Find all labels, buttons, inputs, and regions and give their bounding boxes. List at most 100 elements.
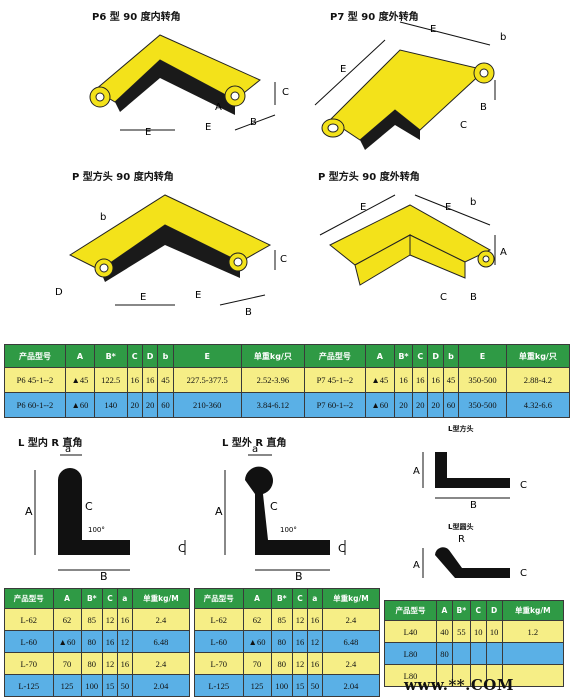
- cell: L-70: [194, 652, 244, 675]
- cell: 122.5: [93, 367, 128, 393]
- cell: 12: [292, 608, 308, 631]
- header-cell: 产品型号: [194, 588, 244, 609]
- cell: 20: [141, 392, 159, 418]
- header-cell: a: [306, 588, 323, 609]
- svg-text:E: E: [195, 290, 201, 301]
- header-cell: 产品型号: [4, 588, 54, 609]
- header-cell: 单重kg/M: [131, 588, 191, 609]
- l-square-diagram: A B C: [413, 452, 527, 511]
- table-p-corner-specs: 产品型号 A B* C D b E 单重kg/只 产品型号 A B* C D b…: [4, 344, 571, 418]
- caption-l-round: L型圆头: [448, 523, 474, 531]
- svg-text:E: E: [360, 202, 366, 213]
- caption-p-square-outer: P 型方头 90 度外转角: [318, 172, 420, 183]
- cell: P7 45-1--2: [303, 367, 366, 393]
- cell: 4.32-6.6: [505, 392, 571, 418]
- cell: 16: [393, 367, 414, 393]
- svg-text:C: C: [460, 120, 467, 131]
- svg-text:C: C: [520, 568, 527, 579]
- svg-text:a: a: [65, 444, 71, 455]
- cell: P6 45-1--2: [4, 367, 66, 393]
- cell: 15: [292, 674, 308, 697]
- cell: 20: [126, 392, 143, 418]
- cell: 10: [469, 620, 487, 643]
- svg-text:A: A: [500, 247, 507, 258]
- cell: 10: [485, 620, 503, 643]
- cell: ▲60: [64, 392, 95, 418]
- cell: 350-500: [458, 392, 507, 418]
- svg-text:C: C: [85, 500, 93, 513]
- cell: 45: [442, 367, 460, 393]
- cell: 45: [157, 367, 174, 393]
- header-cell: A: [242, 588, 272, 609]
- l-round-diagram: A R C: [413, 534, 527, 579]
- cell: [436, 664, 453, 687]
- svg-text:E: E: [445, 202, 451, 213]
- cell: 227.5-377.5: [172, 367, 242, 393]
- dim-c-label: C: [282, 87, 289, 98]
- cell: 1.2: [501, 620, 565, 643]
- svg-text:B: B: [295, 570, 303, 583]
- cell: 50: [306, 674, 323, 697]
- svg-text:B: B: [245, 307, 252, 318]
- svg-text:b: b: [100, 212, 106, 223]
- corner-profile-diagrams: E B C A E E E b B C D b E E: [55, 21, 507, 318]
- cell: 6.48: [321, 630, 381, 653]
- cell: 12: [306, 630, 323, 653]
- cell: 16: [412, 367, 429, 393]
- svg-text:100°: 100°: [280, 526, 297, 534]
- cell: 2.88-4.2: [505, 367, 571, 393]
- cell: [451, 664, 471, 687]
- cell: 62: [52, 608, 82, 631]
- cell: 16: [126, 367, 143, 393]
- header-cell: E: [458, 344, 507, 368]
- table-row: P6 60-1--2 ▲60 140 20 20 60 210-360 3.84…: [4, 392, 571, 418]
- cell: [485, 642, 503, 665]
- caption-p7-outer: P7 型 90 度外转角: [330, 12, 419, 23]
- caption-l-outer: L 型外 R 直角: [222, 438, 287, 449]
- header-cell: C: [469, 600, 487, 621]
- cell: [469, 642, 487, 665]
- cell: 16: [427, 367, 444, 393]
- dim-b-label: B: [250, 117, 257, 128]
- l-outer-diagram: a A B C C 100°: [215, 444, 346, 583]
- cell: 80: [270, 630, 294, 653]
- svg-text:A: A: [413, 466, 420, 477]
- svg-text:E: E: [430, 24, 436, 35]
- header-cell: A: [52, 588, 82, 609]
- header-cell: A: [364, 344, 395, 368]
- cell: [451, 642, 471, 665]
- svg-text:C: C: [338, 542, 346, 555]
- header-cell: 产品型号: [303, 344, 366, 368]
- cell: 15: [102, 674, 118, 697]
- svg-text:A: A: [215, 505, 223, 518]
- header-cell: B*: [393, 344, 414, 368]
- svg-text:A: A: [25, 505, 33, 518]
- cell: 12: [102, 652, 118, 675]
- svg-text:A: A: [413, 560, 420, 571]
- l-inner-diagram: a A B C C 100°: [25, 444, 186, 583]
- cell: 2.4: [321, 652, 381, 675]
- cell: L-60: [194, 630, 244, 653]
- cell: 2.4: [321, 608, 381, 631]
- cell: L-70: [4, 652, 54, 675]
- cell: 20: [393, 392, 414, 418]
- header-cell: 单重kg/M: [321, 588, 381, 609]
- angle-label: 100°: [88, 526, 105, 534]
- cell: 16: [116, 608, 133, 631]
- header-cell: b: [442, 344, 460, 368]
- cell: [469, 664, 487, 687]
- p-square-inner-diagram: D b E E B C: [55, 194, 287, 318]
- cell: 50: [116, 674, 133, 697]
- cell: 55: [451, 620, 471, 643]
- cell: 2.52-3.96: [240, 367, 305, 393]
- header-cell: 产品型号: [384, 600, 437, 621]
